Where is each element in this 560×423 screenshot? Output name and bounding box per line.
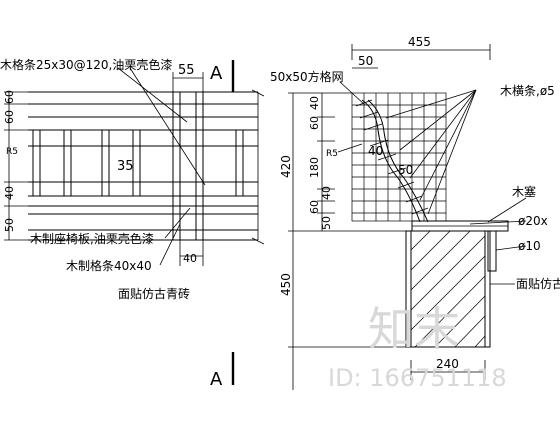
right-section: 455 50 bbox=[270, 35, 560, 390]
inner-dim-3: 180 bbox=[308, 157, 321, 178]
callout-grid: 50x50方格网 bbox=[270, 69, 344, 84]
inner-dim-6: 50 bbox=[320, 216, 333, 230]
dim-50-top: 50 bbox=[358, 54, 373, 68]
watermark-logo: 知末 bbox=[368, 302, 460, 356]
grid-mesh bbox=[351, 92, 447, 222]
backrest-profile bbox=[361, 99, 421, 223]
callout-wood-bar: 木制格条40x40 bbox=[66, 258, 152, 273]
left-dim-4: 50 bbox=[3, 218, 16, 232]
label-40: 40 bbox=[368, 144, 383, 158]
section-mark-top: A bbox=[210, 63, 223, 84]
inner-dim-1: 60 bbox=[308, 116, 321, 130]
dim-40-bottom: 40 bbox=[183, 252, 197, 265]
left-dim-r5: R5 bbox=[6, 147, 18, 157]
callout-brick: 面贴仿古青砖 bbox=[118, 286, 190, 301]
callout-seat-board: 木制座椅板,油栗壳色漆 bbox=[30, 231, 154, 246]
outer-dim-420: 420 bbox=[279, 155, 293, 178]
left-dim-3: 40 bbox=[3, 186, 16, 200]
callout-top-slats: 木格条25x30@120,油栗壳色漆 bbox=[0, 57, 172, 72]
outer-dim-450: 450 bbox=[279, 273, 293, 296]
dim-55: 55 bbox=[178, 63, 195, 78]
label-50-mid: 50 bbox=[398, 163, 413, 177]
callout-rail: 木横条,ø5 bbox=[500, 84, 555, 98]
label-phi10: ø10 bbox=[518, 239, 541, 253]
left-dim-2: 60 bbox=[3, 90, 16, 104]
label-r5: R5 bbox=[326, 149, 338, 159]
inner-dim-4: 40 bbox=[320, 186, 333, 200]
left-dim-1: 60 bbox=[3, 110, 16, 124]
label-wedge: 木塞 bbox=[512, 184, 536, 199]
section-mark-bottom: A bbox=[210, 369, 223, 390]
dim-455: 455 bbox=[408, 35, 431, 49]
label-brick: 面贴仿古 bbox=[516, 276, 560, 291]
dim-240: 240 bbox=[436, 357, 459, 371]
left-elevation: 55 40 60 60 R5 40 50 木格条25x30@120,油栗壳色漆 … bbox=[0, 57, 265, 390]
dim-35: 35 bbox=[117, 159, 134, 174]
inner-dim-5: 60 bbox=[308, 200, 321, 214]
brick-pillar bbox=[405, 230, 491, 348]
label-phi20: ø20x bbox=[518, 214, 548, 228]
inner-dim-2: 40 bbox=[308, 96, 321, 110]
watermark-id: ID: 166751118 bbox=[328, 364, 507, 392]
